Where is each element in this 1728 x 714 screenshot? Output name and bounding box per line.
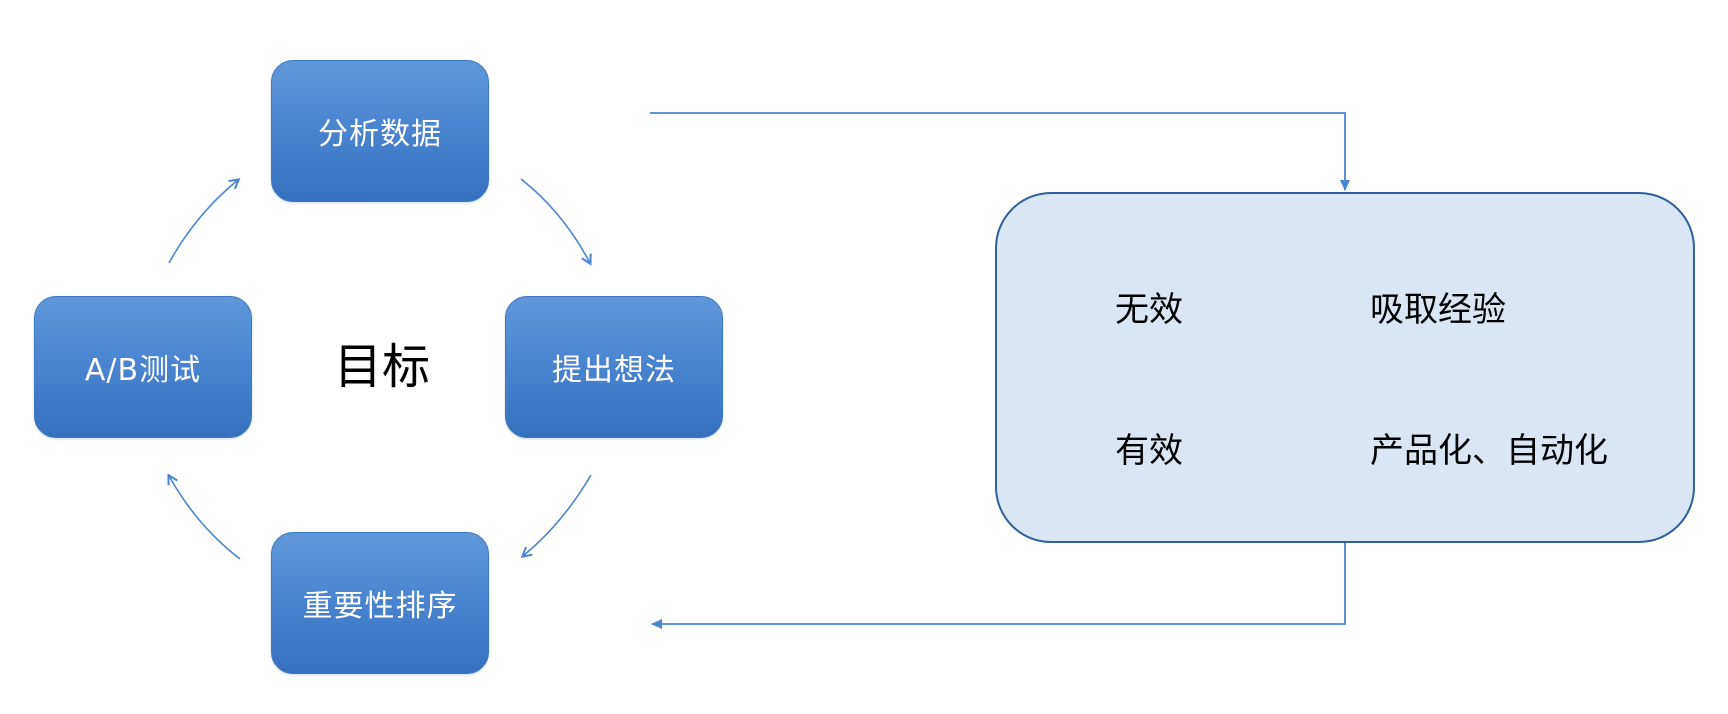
cycle-arrow-abtest-to-analyze	[168, 180, 238, 264]
step-label: A/B测试	[84, 353, 202, 388]
outcome-productize-label: 产品化、自动化	[1370, 431, 1608, 471]
connector-back-to-cycle	[651, 543, 1346, 629]
outcome-lesson-label: 吸取经验	[1370, 290, 1506, 330]
result-panel	[995, 192, 1695, 543]
step-label: 重要性排序	[302, 589, 458, 624]
step-node-propose-ideas: 提出想法	[505, 296, 723, 438]
step-label: 提出想法	[552, 353, 676, 388]
condition-valid-label: 有效	[1115, 431, 1183, 471]
center-goal-label: 目标	[333, 339, 430, 395]
connector-to-result-panel	[650, 112, 1350, 191]
step-node-ab-test: A/B测试	[34, 296, 252, 438]
cycle-arrow-rank-to-abtest	[169, 476, 241, 560]
condition-invalid-label: 无效	[1115, 290, 1183, 330]
step-node-priority-ranking: 重要性排序	[271, 532, 489, 674]
step-label: 分析数据	[318, 117, 442, 152]
cycle-arrow-analyze-to-ideas	[520, 178, 590, 263]
step-node-analyze-data: 分析数据	[271, 60, 489, 202]
cycle-arrow-ideas-to-rank	[523, 474, 592, 556]
